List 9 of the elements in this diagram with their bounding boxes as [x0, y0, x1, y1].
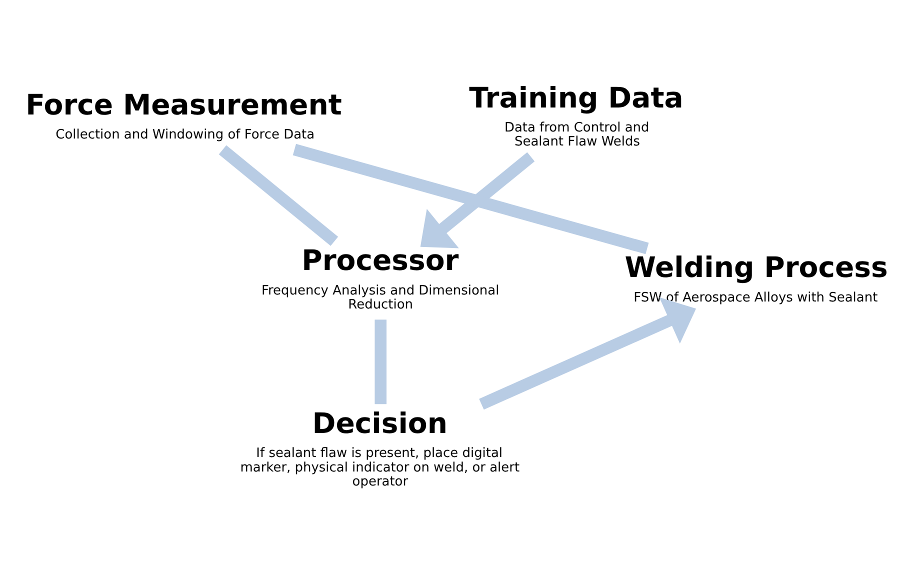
node-text: Force Measurement Collection and Windowing of Force Data — [26, 88, 342, 142]
node-text: Decision If sealant flaw is present, place digital marker, physical indicator on weld, or alert operator — [240, 406, 520, 489]
node-text: Training Data Data from Control and Sealant Flaw Welds — [469, 80, 684, 150]
arrow — [420, 152, 535, 248]
connector — [292, 143, 649, 254]
connector — [374, 319, 387, 404]
node-text: Processor Frequency Analysis and Dimensional Reduction — [261, 244, 500, 312]
connector — [218, 144, 338, 246]
arrow — [479, 296, 696, 410]
